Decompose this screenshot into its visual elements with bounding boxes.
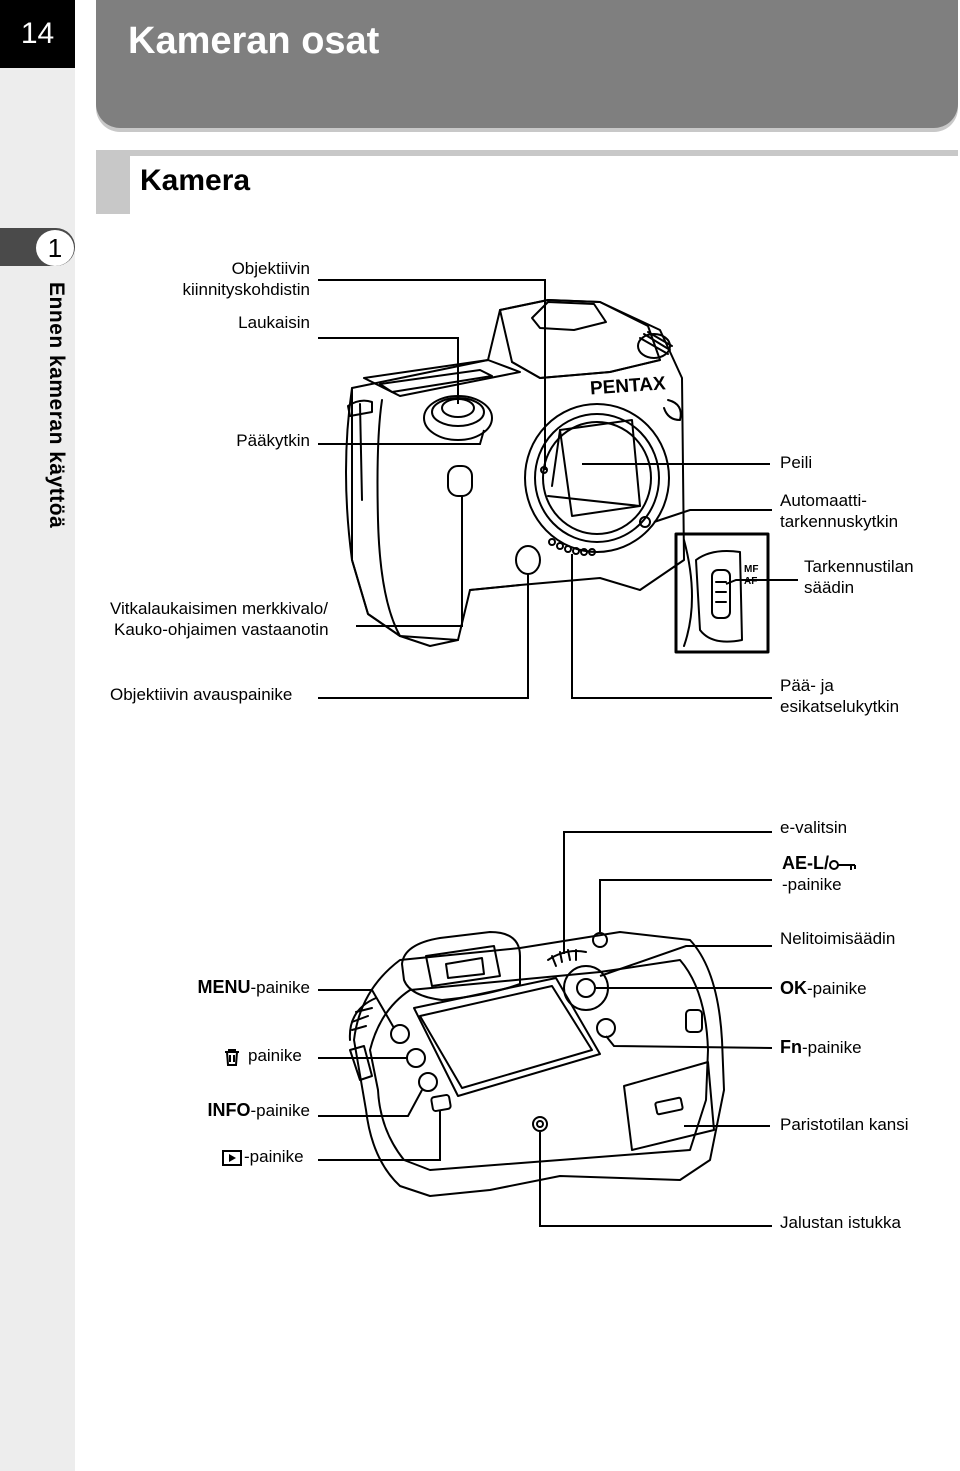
camera-back-illustration [348, 931, 725, 1197]
camera-front-illustration [345, 299, 685, 647]
label-self-timer-2: Kauko-ohjaimen vastaanotin [114, 620, 329, 639]
key-icon [829, 859, 856, 870]
label-battery-cover: Paristotilan kansi [780, 1115, 909, 1134]
mf-mark: MF [744, 564, 758, 575]
leader-fn [605, 1035, 773, 1049]
leader-info [318, 1089, 423, 1117]
label-shutter: Laukaisin [238, 313, 310, 332]
af-mark: AF [744, 576, 757, 587]
label-ok: OK-painike [780, 978, 867, 999]
ok-suffix: -painike [807, 979, 867, 998]
label-playback: -painike [222, 1146, 304, 1167]
fn-symbol: Fn [780, 1037, 802, 1057]
leader-tripod [539, 1132, 772, 1227]
header-bar [96, 0, 958, 128]
fn-suffix: -painike [802, 1038, 862, 1057]
label-focus-mode-2: säädin [804, 578, 855, 597]
label-focus-mode-1: Tarkennustilan [804, 557, 914, 576]
info-suffix: -painike [250, 1101, 310, 1120]
info-symbol: INFO [207, 1100, 251, 1120]
label-ael: AE-L/ [782, 853, 857, 874]
label-e-dial: e-valitsin [780, 818, 848, 837]
leader-main-preview [571, 554, 772, 699]
label-info: INFO-painike [194, 1100, 310, 1121]
label-menu: MENU-painike [186, 977, 310, 998]
label-mount-index-2: kiinnityskohdistin [182, 280, 310, 299]
label-main-preview-2: esikatselukytkin [780, 697, 900, 716]
brand-logo: PENTAX [589, 373, 666, 399]
label-ael-suffix: -painike [782, 875, 842, 894]
label-self-timer-1: Vitkalaukaisimen merkkivalo/ [110, 599, 328, 618]
leader-ael [599, 879, 772, 932]
section-tab [96, 150, 130, 214]
label-main-preview-1: Pää- ja [780, 676, 834, 695]
label-tripod: Jalustan istukka [780, 1213, 901, 1232]
leader-main-switch [318, 429, 485, 445]
leader-self-timer [356, 496, 463, 627]
label-four-way: Nelitoimisäädin [780, 929, 896, 948]
leader-menu [318, 989, 395, 1029]
leader-mount-index [318, 279, 546, 470]
chapter-number: 1 [36, 230, 74, 266]
menu-suffix: -painike [250, 978, 310, 997]
leader-af-coupler [653, 509, 772, 523]
delete-suffix: painike [248, 1046, 302, 1065]
label-af-coupler-2: tarkennuskytkin [780, 512, 899, 531]
section-rule [96, 150, 958, 156]
label-main-switch: Pääkytkin [236, 431, 310, 450]
label-fn: Fn-painike [780, 1037, 862, 1058]
label-mount-index-1: Objektiivin [231, 259, 310, 278]
playback-icon [222, 1149, 242, 1166]
focus-mode-inset [674, 532, 770, 654]
leader-lens-unlock [318, 574, 529, 699]
menu-symbol: MENU [197, 977, 251, 997]
leader-four-way [599, 945, 772, 977]
leader-shutter [318, 337, 459, 404]
ael-symbol: AE-L/ [782, 853, 829, 873]
leader-e-dial [563, 831, 772, 954]
chapter-title: Ennen kameran käyttöä [45, 282, 68, 529]
section-title: Kamera [140, 164, 251, 197]
leader-focus-mode [725, 579, 798, 585]
page-title: Kameran osat [128, 20, 380, 62]
page-number: 14 [0, 0, 75, 68]
leader-playback [318, 1110, 441, 1161]
label-mirror: Peili [780, 453, 813, 472]
label-af-coupler-1: Automaatti- [780, 491, 867, 510]
label-delete: painike [224, 1045, 302, 1066]
trash-icon [225, 1048, 239, 1066]
ok-symbol: OK [780, 978, 807, 998]
playback-suffix: -painike [244, 1147, 304, 1166]
label-lens-unlock: Objektiivin avauspainike [110, 685, 293, 704]
